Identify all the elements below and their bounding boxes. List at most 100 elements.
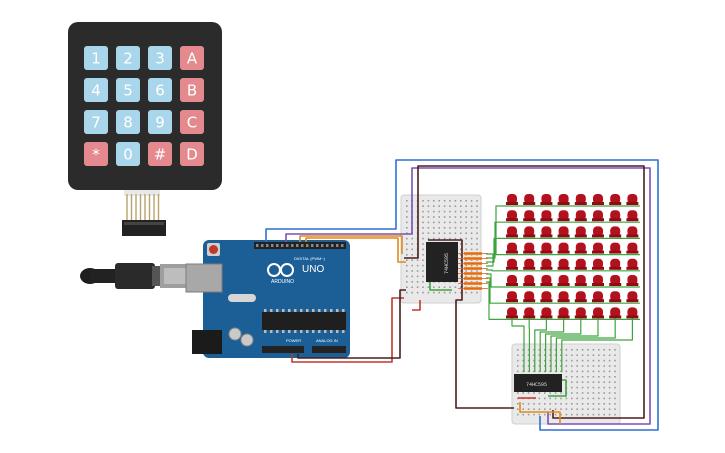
power-header-label: POWER	[286, 338, 301, 343]
led	[540, 307, 553, 319]
key-face	[180, 110, 204, 134]
led	[506, 194, 518, 205]
led	[540, 242, 553, 254]
wire-dark-gnd	[297, 289, 406, 359]
led	[557, 242, 570, 254]
led	[592, 194, 604, 205]
key-label: C	[187, 114, 197, 132]
top-chip-label: 74HC595	[444, 253, 450, 274]
digital-header	[254, 242, 346, 249]
wire-row	[486, 237, 640, 263]
led	[523, 242, 536, 254]
led	[506, 226, 518, 238]
key-face	[148, 78, 172, 102]
led	[609, 307, 622, 319]
key-label: 0	[123, 146, 133, 164]
led	[523, 226, 536, 238]
wire-orange-b	[305, 237, 406, 263]
key-label: 3	[155, 50, 165, 68]
led	[592, 258, 604, 270]
led	[609, 242, 622, 254]
wire-dark-loop	[404, 165, 645, 419]
arduino-board: ARDUINO UNO DIGITAL (PWM~) POWER ANALOG …	[185, 240, 350, 358]
keypad-key[interactable]: 2	[116, 46, 140, 70]
keypad-key[interactable]: *	[84, 142, 108, 166]
led	[626, 226, 639, 238]
led	[557, 226, 570, 238]
led	[574, 275, 587, 286]
led	[626, 307, 639, 319]
keypad-key[interactable]: #	[148, 142, 172, 166]
wire-green-bottom	[548, 379, 567, 397]
led	[626, 291, 639, 303]
key-face	[116, 142, 140, 166]
keypad-key[interactable]: 8	[116, 110, 140, 134]
key-face	[84, 46, 108, 70]
keypad-key[interactable]: 9	[148, 110, 172, 134]
key-label: 2	[123, 50, 133, 68]
key-label: *	[92, 146, 100, 164]
keypad-key[interactable]: 3	[148, 46, 172, 70]
resistor-array	[458, 252, 488, 290]
keypad-key[interactable]: A	[180, 46, 204, 70]
key-label: 9	[155, 114, 165, 132]
keypad-key[interactable]: C	[180, 110, 204, 134]
atmega-chip	[262, 312, 346, 330]
keypad-key[interactable]: 6	[148, 78, 172, 102]
led	[523, 258, 536, 270]
wire-col	[555, 318, 616, 372]
led	[506, 258, 518, 270]
led	[592, 291, 604, 303]
wire-col	[550, 318, 599, 372]
led	[506, 210, 518, 222]
key-face	[148, 110, 172, 134]
led	[592, 307, 604, 319]
keypad-key[interactable]: 4	[84, 78, 108, 102]
wire-purple-loop	[285, 167, 651, 425]
key-face	[84, 142, 108, 166]
key-label: 6	[155, 82, 165, 100]
key-label: 5	[123, 82, 133, 100]
key-label: 7	[91, 114, 101, 132]
led	[540, 275, 553, 286]
led	[592, 210, 604, 222]
led	[557, 291, 570, 303]
led	[523, 307, 536, 319]
led	[574, 226, 587, 238]
wire-row	[486, 221, 640, 259]
led	[609, 210, 622, 222]
led	[574, 242, 587, 254]
led	[574, 291, 587, 303]
wire-row	[486, 205, 640, 255]
wire-blue-loop	[265, 159, 659, 431]
led	[506, 291, 518, 303]
keypad-key[interactable]: 1	[84, 46, 108, 70]
keypad-key[interactable]: 0	[116, 142, 140, 166]
key-face	[180, 46, 204, 70]
keypad-key[interactable]: 7	[84, 110, 108, 134]
wire-row	[486, 254, 640, 267]
keypad-key[interactable]: 5	[116, 78, 140, 102]
key-label: D	[186, 146, 198, 164]
led	[626, 242, 639, 254]
keypad-key[interactable]: D	[180, 142, 204, 166]
digital-header-label: DIGITAL (PWM~)	[294, 256, 326, 261]
key-face	[180, 142, 204, 166]
led	[609, 194, 622, 205]
key-face	[148, 46, 172, 70]
analog-header	[312, 346, 346, 353]
led	[609, 291, 622, 303]
led	[523, 291, 536, 303]
key-label: #	[154, 146, 167, 164]
key-face	[116, 78, 140, 102]
key-face	[84, 110, 108, 134]
key-face	[116, 110, 140, 134]
wire-red-power	[291, 297, 404, 363]
keypad-key[interactable]: B	[180, 78, 204, 102]
led	[540, 194, 553, 205]
led-matrix	[506, 194, 639, 319]
wire-dark-chip	[428, 239, 514, 409]
led	[523, 194, 536, 205]
